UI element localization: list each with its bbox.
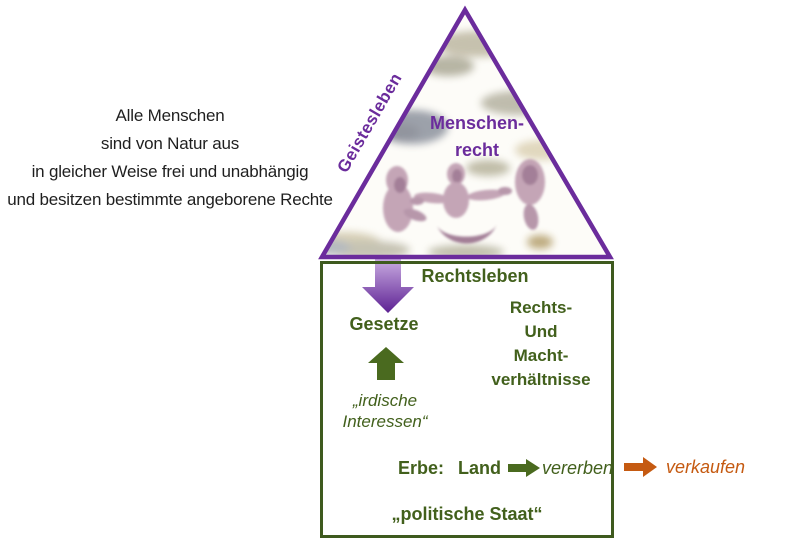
verkaufen-label: verkaufen: [666, 456, 746, 477]
rights-line-4: verhältnisse: [491, 370, 591, 389]
figure-shapes: [383, 159, 545, 244]
intro-line-3: in gleicher Weise frei und unabhängig: [31, 162, 309, 181]
verkaufen-row: verkaufen: [624, 454, 745, 480]
rights-line-1: Rechts-: [509, 298, 573, 317]
interests-line-1: „irdische: [352, 391, 418, 410]
rights-line-3: Macht-: [513, 346, 569, 365]
up-arrow-icon: [368, 347, 404, 380]
vererben-label: vererben: [542, 457, 614, 478]
erbe-label: Erbe:: [398, 457, 445, 478]
rights-line-2: Und: [524, 322, 558, 341]
rechtsleben-label: Rechtsleben: [421, 266, 529, 286]
intro-line-1: Alle Menschen: [115, 106, 225, 125]
menschenrecht-label: Menschen- recht: [407, 110, 547, 164]
irdische-interessen-label: „irdische Interessen“: [326, 390, 444, 432]
gesetze-label: Gesetze: [349, 314, 419, 334]
triangle-roof: [318, 5, 614, 260]
orange-right-arrow-icon: [624, 457, 657, 477]
intro-line-2: sind von Natur aus: [100, 134, 240, 153]
rechts-macht-block: Rechts- Und Macht- verhältnisse: [478, 296, 604, 392]
down-arrow-icon: [362, 258, 414, 313]
right-arrow-icon: [508, 459, 541, 477]
house-body-rectangle: [320, 261, 614, 538]
menschenrecht-line-2: recht: [454, 140, 499, 160]
politische-staat-label: „politische Staat“: [391, 504, 543, 524]
menschenrecht-line-1: Menschen-: [429, 113, 525, 133]
land-label: Land: [458, 457, 502, 478]
erbe-row: Erbe: Land vererben: [398, 455, 613, 481]
interests-line-2: Interessen“: [342, 412, 428, 431]
triangle-border: [318, 5, 614, 260]
intro-text: Alle Menschen sind von Natur aus in glei…: [0, 102, 340, 214]
intro-line-4: und besitzen bestimmte angeborene Rechte: [7, 190, 333, 209]
